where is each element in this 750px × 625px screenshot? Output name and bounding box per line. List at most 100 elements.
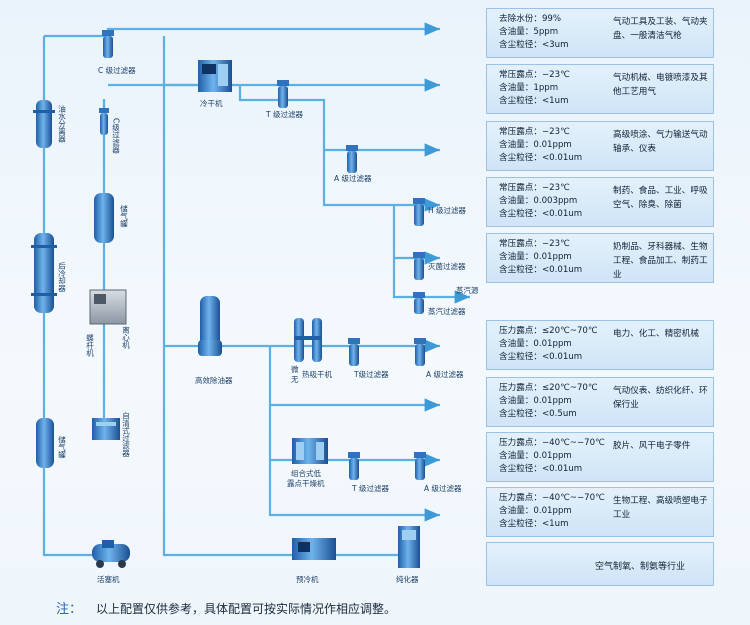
label-hi-eff-degreaser: 高效除油器 <box>195 375 233 385</box>
label-precooler: 预冷机 <box>296 574 319 584</box>
air-tank-2 <box>36 418 54 468</box>
label-heatless-dryer-b: 无 <box>291 375 299 384</box>
spec-line: 含油量：0.01ppm <box>499 506 572 516</box>
spec-box-1: 去除水份：99% 含油量：5ppm 含尘粒径：<3um 气动工具及工装、气动夹盘… <box>486 8 714 58</box>
refrigerated-dryer <box>198 60 232 92</box>
spec-line: 压力露点：≤20℃~70℃ <box>499 326 598 336</box>
hi-eff-degreaser <box>198 296 222 356</box>
spec-text-4: 常压露点：−23℃ 含油量：0.003ppm 含尘粒径：<0.01um <box>499 182 582 221</box>
screw-machine <box>89 289 127 325</box>
label-t-filter-2: T级过滤器 <box>353 369 389 379</box>
spec-line: 压力露点：−40℃~−70℃ <box>499 438 605 448</box>
t-filter-3 <box>348 452 360 480</box>
label-steam-filter: 蒸汽过滤器 <box>428 306 466 316</box>
label-self-clean-filter: 自清式过滤器 <box>121 411 130 459</box>
note-text: 以上配置仅供参考，具体配置可按实际情况作相应调整。 <box>96 602 397 616</box>
label-air-tank-1: 储气罐 <box>119 204 128 229</box>
label-sterile-filter: 灭菌过滤器 <box>428 261 466 271</box>
spec-line: 含油量：0.01ppm <box>499 396 572 406</box>
a-filter-2 <box>414 338 426 366</box>
spec-app-8: 胶片、风干电子零件 <box>613 441 691 451</box>
label-aftercooler: 后冷却器 <box>57 261 66 294</box>
spec-text-9: 压力露点：−40℃~−70℃ 含油量：0.01ppm 含尘粒径：<1um <box>499 492 605 531</box>
spec-box-3: 常压露点：−23℃ 含油量：0.01ppm 含尘粒径：<0.01um 高级喷涂、… <box>486 121 714 171</box>
label-heatless-dryer-a: 微 <box>291 364 299 374</box>
a-filter-1 <box>346 145 358 173</box>
spec-line: 含油量：5ppm <box>499 27 559 37</box>
label-purifier: 纯化器 <box>396 574 419 584</box>
c-filter-mid <box>99 108 109 135</box>
spec-line: 含油量：0.01ppm <box>499 140 572 150</box>
oil-water-separator <box>33 100 55 148</box>
spec-box-8: 压力露点：−40℃~−70℃ 含油量：0.01ppm 含尘粒径：<0.01um … <box>486 432 714 482</box>
spec-box-7: 压力露点：≤20℃~70℃ 含油量：0.01ppm 含尘粒径：<0.5um 气动… <box>486 377 714 427</box>
label-steam-source: 蒸汽源 <box>456 285 479 295</box>
c-filter-top <box>102 30 114 58</box>
spec-line: 含油量：0.01ppm <box>499 451 572 461</box>
spec-text-5: 常压露点：−23℃ 含油量：0.01ppm 含尘粒径：<0.01um <box>499 238 582 277</box>
spec-line: 含尘粒径：<1um <box>499 519 569 529</box>
note-key: 注： <box>56 602 83 617</box>
spec-line: 含尘粒径：<0.01um <box>499 153 583 163</box>
t-filter-2 <box>348 338 360 366</box>
spec-line: 常压露点：−23℃ <box>499 127 570 137</box>
spec-box-6: 压力露点：≤20℃~70℃ 含油量：0.01ppm 含尘粒径：<0.01um 电… <box>486 320 714 370</box>
sterile-filter <box>413 252 425 280</box>
spec-app-5: 奶制品、牙科器械、生物工程、食品加工、制药工业 <box>613 242 708 280</box>
steam-filter <box>413 292 425 314</box>
spec-text-8: 压力露点：−40℃~−70℃ 含油量：0.01ppm 含尘粒径：<0.01um <box>499 437 605 476</box>
spec-app-7: 气动仪表、纺织化纤、环保行业 <box>613 386 708 410</box>
a-filter-3 <box>414 452 426 480</box>
label-oil-water-separator: 油水分离器 <box>57 104 66 144</box>
spec-line: 含尘粒径：<0.01um <box>499 209 583 219</box>
footnote: 注： 以上配置仅供参考，具体配置可按实际情况作相应调整。 <box>56 598 396 617</box>
spec-text-1: 去除水份：99% 含油量：5ppm 含尘粒径：<3um <box>499 13 568 52</box>
spec-box-9: 压力露点：−40℃~−70℃ 含油量：0.01ppm 含尘粒径：<1um 生物工… <box>486 487 714 537</box>
spec-line: 含油量：1ppm <box>499 83 559 93</box>
label-c-filter-top: C 级过滤器 <box>98 65 136 75</box>
label-a-filter-3: A 级过滤器 <box>424 483 462 493</box>
spec-line: 含油量：0.01ppm <box>499 339 572 349</box>
spec-line: 压力露点：−40℃~−70℃ <box>499 493 605 503</box>
spec-line: 含尘粒径：<0.5um <box>499 409 577 419</box>
spec-last-text: 空气制氧、制氨等行业 <box>595 562 686 572</box>
spec-text-6: 压力露点：≤20℃~70℃ 含油量：0.01ppm 含尘粒径：<0.01um <box>499 325 598 364</box>
label-heatless-dryer-c: 热吸干机 <box>302 369 332 379</box>
label-air-tank-2: 储气罐 <box>57 435 66 460</box>
aftercooler <box>31 233 57 313</box>
spec-app-3: 高级喷涂、气力输送气动轴承、仪表 <box>613 130 708 154</box>
self-clean-filter <box>92 418 120 440</box>
purifier <box>398 526 420 568</box>
spec-box-10: 空气制氧、制氨等行业 <box>486 542 714 586</box>
combined-dryer <box>292 438 328 464</box>
spec-line: 常压露点：−23℃ <box>499 70 570 80</box>
label-h-filter: H 级过滤器 <box>428 205 467 215</box>
heatless-dryer <box>294 318 322 362</box>
spec-box-2: 常压露点：−23℃ 含油量：1ppm 含尘粒径：<1um 气动机械、电镀喷漆及其… <box>486 64 714 114</box>
label-piston-machine: 活塞机 <box>97 574 120 584</box>
label-t-filter-1: T 级过滤器 <box>265 109 303 119</box>
spec-app-9: 生物工程、高级喷塑电子工业 <box>613 496 708 520</box>
label-a-filter-2: A 级过滤器 <box>426 369 464 379</box>
label-t-filter-3: T 级过滤器 <box>351 483 389 493</box>
spec-line: 含尘粒径：<0.01um <box>499 265 583 275</box>
h-filter <box>413 198 425 226</box>
spec-text-3: 常压露点：−23℃ 含油量：0.01ppm 含尘粒径：<0.01um <box>499 126 582 165</box>
piston-machine <box>92 540 130 568</box>
label-combined-dryer-2: 露点干燥机 <box>287 478 325 488</box>
spec-line: 含尘粒径：<0.01um <box>499 352 583 362</box>
spec-line: 含尘粒径：<1um <box>499 96 569 106</box>
label-c-filter-mid: C级过滤器 <box>111 118 120 154</box>
spec-app-2: 气动机械、电镀喷漆及其他工艺用气 <box>613 73 708 97</box>
spec-line: 含尘粒径：<3um <box>499 40 569 50</box>
spec-app-4: 制药、食品、工业、呼吸空气、除臭、除菌 <box>613 186 708 210</box>
spec-box-4: 常压露点：−23℃ 含油量：0.003ppm 含尘粒径：<0.01um 制药、食… <box>486 177 714 227</box>
spec-app-1: 气动工具及工装、气动夹盘、一般清洁气枪 <box>613 17 708 41</box>
spec-line: 常压露点：−23℃ <box>499 239 570 249</box>
label-combined-dryer-1: 组合式低 <box>291 468 321 478</box>
precooler <box>292 538 336 560</box>
spec-text-2: 常压露点：−23℃ 含油量：1ppm 含尘粒径：<1um <box>499 69 570 108</box>
spec-app-6: 电力、化工、精密机械 <box>613 329 699 339</box>
spec-line: 去除水份：99% <box>499 14 562 24</box>
